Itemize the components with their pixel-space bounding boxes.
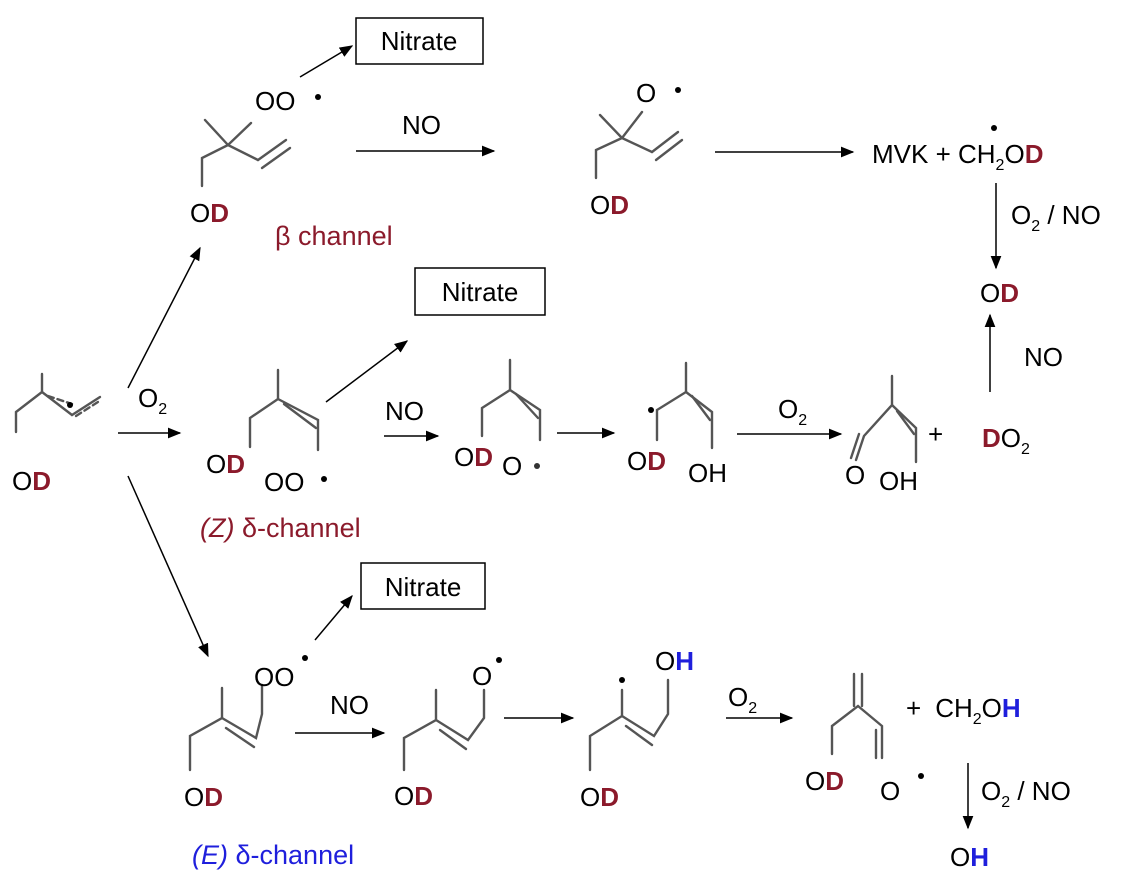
o-group: O — [636, 78, 656, 108]
radical-dot — [315, 94, 321, 100]
radical-dot — [619, 677, 625, 683]
z-channel-label: (Z) δ-channel — [200, 513, 361, 543]
od-group: OD — [206, 449, 245, 479]
o-group: O — [880, 776, 900, 806]
o2-no-label: O2 / NO — [981, 776, 1071, 811]
od-group: OD — [454, 442, 493, 472]
beta-channel-label: β channel — [275, 221, 393, 251]
o-group: O — [502, 451, 522, 481]
radical-dot — [302, 655, 308, 661]
o2-label: O2 — [138, 383, 167, 418]
radical-dot — [534, 463, 540, 469]
arrow-to-e — [127, 475, 209, 658]
plus-sign: + — [928, 419, 943, 449]
e-peroxy-radical: OO OD — [184, 655, 308, 812]
beta-alkoxy-radical: O OD — [590, 78, 684, 220]
arrow-to-nitrate — [325, 340, 409, 403]
do2-product: DO2 — [982, 423, 1030, 458]
radical-dot — [496, 657, 502, 663]
no-label: NO — [402, 110, 441, 140]
od-radical-product: OD — [980, 278, 1019, 308]
od-group: OD — [184, 782, 223, 812]
oo-group: OO — [254, 662, 294, 692]
plus-ch2oh: +CH2OH — [906, 693, 1021, 728]
o-group: O — [845, 460, 865, 490]
no-label: NO — [330, 690, 369, 720]
o2-label: O2 — [728, 682, 757, 717]
oo-group: OO — [264, 467, 304, 497]
radical-dot — [675, 87, 681, 93]
mvk-plus-ch2od: MVK + CH2OD — [872, 125, 1043, 174]
nitrate-box-z: Nitrate — [414, 267, 546, 316]
z-hydroxy-radical: OD OH — [627, 361, 727, 488]
arrow-to-nitrate — [299, 45, 354, 78]
oh-radical-product: OH — [950, 842, 989, 872]
e-channel-label: (E) δ-channel — [192, 840, 354, 870]
z-peroxy-radical: OD OO — [206, 368, 327, 497]
o2-no-label: O2 / NO — [1011, 200, 1101, 235]
z-aldehyde-product: O OH — [845, 374, 918, 496]
radical-dot — [321, 476, 327, 482]
nitrate-box-beta: Nitrate — [355, 17, 484, 65]
oh-group: OH — [879, 466, 918, 496]
radical-dot — [991, 125, 997, 131]
e-alkoxy-radical: O OD — [394, 657, 502, 811]
svg-text:MVK + CH2OD: MVK + CH2OD — [872, 139, 1043, 174]
od-group: OD — [394, 781, 433, 811]
no-label: NO — [385, 396, 424, 426]
radical-dot — [648, 407, 654, 413]
z-alkoxy-radical: OD O — [454, 358, 542, 481]
o-group: O — [472, 661, 492, 691]
od-group: OD — [190, 198, 229, 228]
nitrate-label: Nitrate — [385, 572, 462, 602]
oh-group: OH — [655, 646, 694, 676]
radical-dot — [67, 402, 73, 408]
od-group: OD — [627, 446, 666, 476]
arrow-to-beta — [127, 246, 201, 389]
radical-dot — [918, 773, 924, 779]
starting-allylic-radical: OD — [12, 372, 102, 496]
e-hydroxy-radical: OH OD — [580, 646, 694, 812]
o2-label: O2 — [778, 394, 807, 429]
nitrate-label: Nitrate — [442, 277, 519, 307]
od-group: OD — [12, 466, 51, 496]
od-group: OD — [580, 782, 619, 812]
e-aldehyde-product: OD O — [805, 672, 924, 806]
od-group: OD — [590, 190, 629, 220]
oh-group: OH — [688, 458, 727, 488]
nitrate-box-e: Nitrate — [360, 562, 486, 610]
no-label: NO — [1024, 342, 1063, 372]
od-group: OD — [805, 766, 844, 796]
nitrate-label: Nitrate — [381, 26, 458, 56]
arrow-to-nitrate — [314, 594, 353, 641]
oo-group: OO — [255, 86, 295, 116]
beta-peroxy-radical: OO OD — [190, 86, 321, 228]
